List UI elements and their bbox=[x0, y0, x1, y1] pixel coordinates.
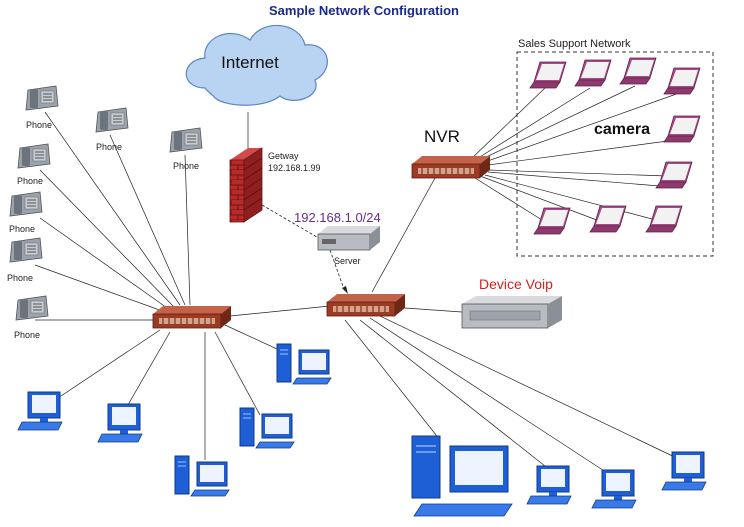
laptop-icon bbox=[655, 161, 693, 189]
phone-label: Phone bbox=[17, 176, 43, 186]
phone-icon bbox=[9, 237, 43, 263]
phone-label: Phone bbox=[7, 273, 33, 283]
sales-network-label: Sales Support Network bbox=[518, 38, 631, 50]
laptop-icon bbox=[589, 205, 627, 233]
subnet-label: 192.168.1.0/24 bbox=[294, 210, 381, 225]
desktop-pc-icon bbox=[174, 455, 230, 497]
camera-label: camera bbox=[594, 121, 650, 138]
large-desktop-pc-icon bbox=[411, 435, 513, 517]
laptop-icon bbox=[619, 57, 657, 85]
laptop-icon bbox=[663, 115, 701, 143]
laptop-icon bbox=[663, 67, 701, 95]
laptop-icon bbox=[574, 59, 612, 87]
server-icon bbox=[317, 226, 380, 251]
phone-label: Phone bbox=[173, 161, 199, 171]
desktop-pc-icon bbox=[239, 407, 295, 449]
nvr-switch-icon bbox=[411, 155, 491, 179]
laptop-icon bbox=[529, 61, 567, 89]
nvr-label: NVR bbox=[424, 127, 460, 146]
main-switch-icon bbox=[326, 293, 406, 317]
connection-lines bbox=[34, 85, 686, 479]
gateway-ip-label: 192.168.1.99 bbox=[268, 163, 321, 173]
server-label: Server bbox=[334, 256, 361, 266]
phone-labels: Phone Phone Phone Phone Phone Phone Phon… bbox=[7, 120, 199, 340]
laptop-icon bbox=[533, 207, 571, 235]
phone-label: Phone bbox=[9, 224, 35, 234]
desktop-pc-icon bbox=[97, 403, 143, 443]
phone-label: Phone bbox=[26, 120, 52, 130]
desktop-pc-icon bbox=[661, 451, 707, 491]
phone-icon bbox=[15, 295, 49, 321]
firewall-icon bbox=[229, 147, 263, 223]
phone-label: Phone bbox=[14, 330, 40, 340]
phone-icon bbox=[25, 85, 59, 111]
phone-icon bbox=[17, 143, 51, 169]
gateway-name-label: Getway bbox=[268, 151, 299, 161]
workstations bbox=[17, 343, 707, 509]
device-voip-label: Device Voip bbox=[479, 276, 553, 292]
sales-laptops bbox=[529, 57, 701, 235]
desktop-pc-icon bbox=[17, 391, 63, 431]
diagram-title: Sample Network Configuration bbox=[269, 3, 459, 18]
sales-network-boundary bbox=[516, 51, 714, 257]
internet-label: Internet bbox=[221, 53, 279, 72]
desktop-pc-icon bbox=[591, 469, 637, 509]
voip-device-icon bbox=[461, 296, 562, 329]
desktop-pc-icon bbox=[276, 343, 332, 385]
phone-icon bbox=[9, 191, 43, 217]
phone-icon bbox=[169, 127, 203, 153]
internet-cloud-icon bbox=[185, 25, 328, 106]
phone-icon bbox=[95, 107, 129, 133]
phone-label: Phone bbox=[96, 142, 122, 152]
phone-switch-icon bbox=[152, 305, 232, 329]
desktop-pc-icon bbox=[526, 465, 572, 505]
